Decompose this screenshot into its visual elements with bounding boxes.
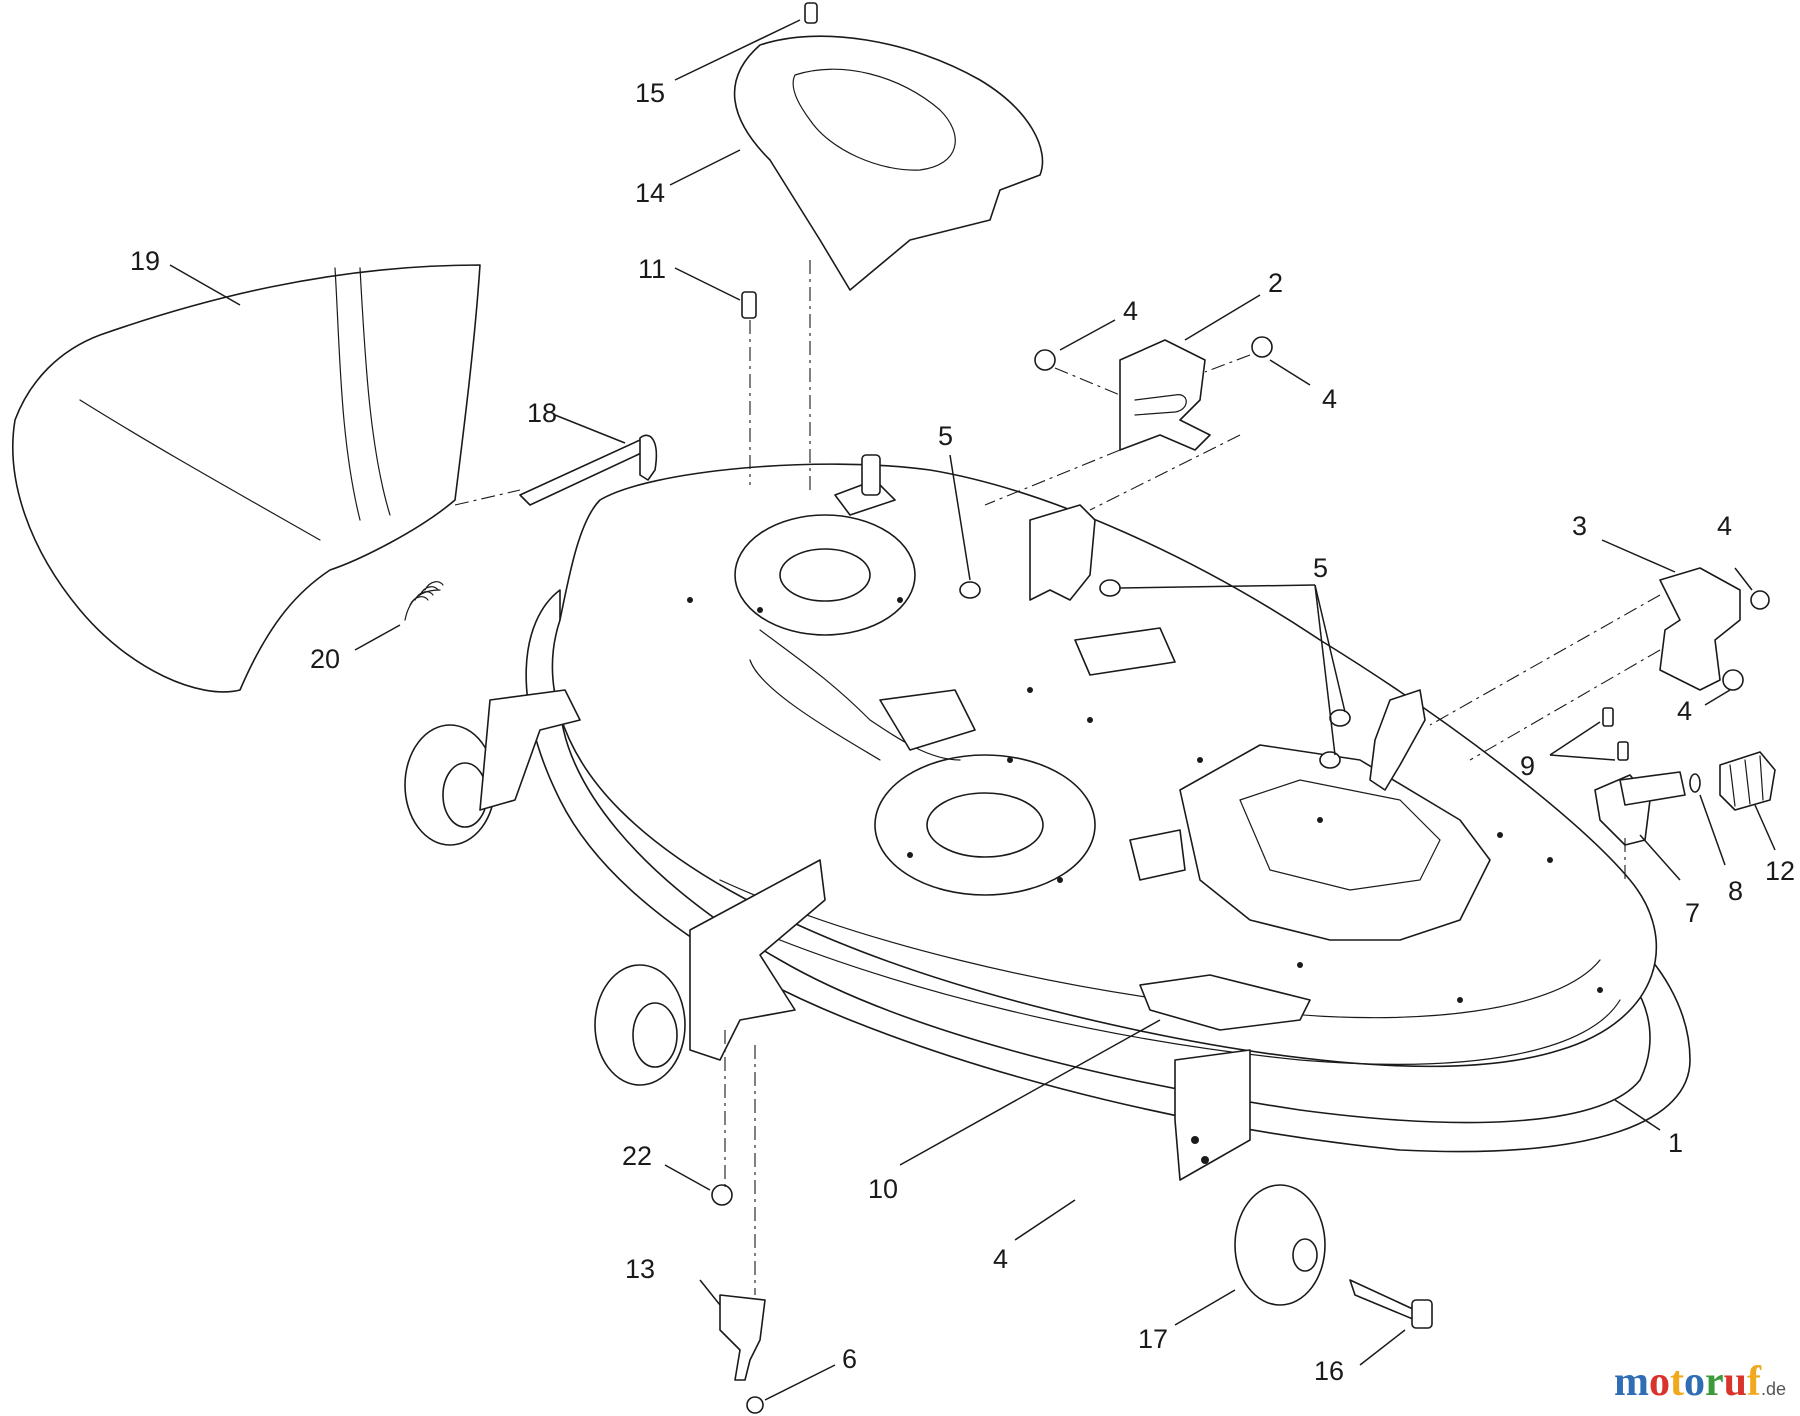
leader-17 [1174,1289,1236,1326]
leader-5a [949,454,971,581]
leader-4c [1734,567,1753,591]
right-gauge-wheel-bracket [1174,1049,1251,1181]
wm-letter-t: t [1669,1359,1684,1405]
leader-4a [1059,319,1116,351]
front-left-gauge-wheel [404,689,581,846]
leader-18 [554,414,626,444]
carriage-bolt-c [1329,709,1351,727]
flange-nut-4a [1034,349,1056,371]
hinge-rod [519,434,658,506]
flange-nut-4d [1722,669,1744,691]
callout-16: 16 [1314,1356,1344,1386]
mower-deck [525,454,1691,1153]
leader-4d [1704,689,1731,706]
leader-1 [1614,1099,1661,1131]
grass-deflector [12,264,481,693]
o-ring [1689,773,1701,793]
wm-letter-o: o [1648,1359,1670,1405]
callout-1: 1 [1668,1128,1683,1158]
callout-8: 8 [1728,876,1743,906]
callout-14: 14 [635,178,665,208]
baffle-bracket-side [1369,689,1426,791]
motoruf-watermark-logo: motoruf.de [1614,1358,1786,1406]
leader-11 [674,267,741,301]
baffle-bracket-3 [1659,567,1741,691]
bolt-11 [741,291,757,319]
callout-20: 20 [310,644,340,674]
callout-labels: 1 2 3 4 4 4 4 4 5 5 6 7 8 9 10 11 12 13 … [130,78,1795,1386]
leader-12 [1754,804,1776,851]
wm-letter-f: f [1746,1359,1761,1405]
flange-nut-6 [746,1396,764,1414]
leader-5d [1314,584,1336,756]
screw-9a [1602,707,1614,727]
wm-letter-o2: o [1683,1359,1705,1405]
leader-4b [1269,359,1311,386]
baffle-bracket-2 [1119,339,1211,451]
hose-connector [1719,751,1776,811]
gauge-wheel [1234,1184,1326,1306]
callout-6: 6 [842,1344,857,1374]
leader-8 [1699,794,1726,866]
torsion-spring [404,581,444,621]
callout-13: 13 [625,1254,655,1284]
wm-tld: .de [1760,1379,1786,1399]
flange-nut-4b [1251,336,1273,358]
callout-3: 3 [1572,511,1587,541]
callout-7: 7 [1685,898,1700,928]
bolt-15 [804,2,818,24]
wm-letter-m: m [1613,1359,1649,1405]
wheel-axle-bolt [1349,1279,1433,1329]
leader-4e [1014,1199,1076,1241]
leader-5b [1119,584,1316,589]
callout-9: 9 [1520,751,1535,781]
leader-10 [899,1019,1161,1166]
leader-22 [664,1164,711,1191]
belt-cover [733,35,1044,291]
leader-6 [764,1364,836,1401]
leader-2 [1184,294,1261,341]
callout-18: 18 [527,398,557,428]
callout-15: 15 [635,78,665,108]
callout-5a: 5 [938,421,953,451]
leader-15 [674,19,801,81]
leader-20 [354,624,401,651]
callout-5b: 5 [1313,553,1328,583]
callout-22: 22 [622,1141,652,1171]
flange-nut-22 [711,1184,733,1206]
wm-letter-u: u [1723,1359,1747,1405]
callout-4e: 4 [993,1244,1008,1274]
callout-4b: 4 [1322,384,1337,414]
flange-nut-4c [1750,590,1770,610]
callout-2: 2 [1268,268,1283,298]
wm-letter-r: r [1704,1359,1724,1405]
leader-19 [169,264,241,306]
leader-5c [1314,584,1346,713]
baffle-bracket-lower [1029,504,1096,601]
callout-4d: 4 [1677,696,1692,726]
callout-19: 19 [130,246,160,276]
leader-16 [1359,1329,1406,1366]
callout-12: 12 [1765,856,1795,886]
leader-lines [169,19,1776,1401]
carriage-bolt-b [1099,579,1121,597]
carriage-bolt-a [959,581,981,599]
callout-10: 10 [868,1174,898,1204]
leader-3 [1601,539,1676,573]
leader-9a [1549,721,1601,756]
leader-9b [1549,754,1616,761]
screw-9b [1617,741,1629,761]
leader-7 [1639,834,1681,881]
callout-4c: 4 [1717,511,1732,541]
callout-4a: 4 [1123,296,1138,326]
rear-left-gauge-wheel [594,859,826,1086]
carriage-bolt-d [1319,751,1341,769]
leader-14 [669,149,741,186]
leader-13 [699,1279,721,1306]
callout-11: 11 [638,254,666,284]
hose-fitting [1619,771,1686,806]
callout-17: 17 [1138,1324,1168,1354]
roller-bracket [719,1294,766,1381]
